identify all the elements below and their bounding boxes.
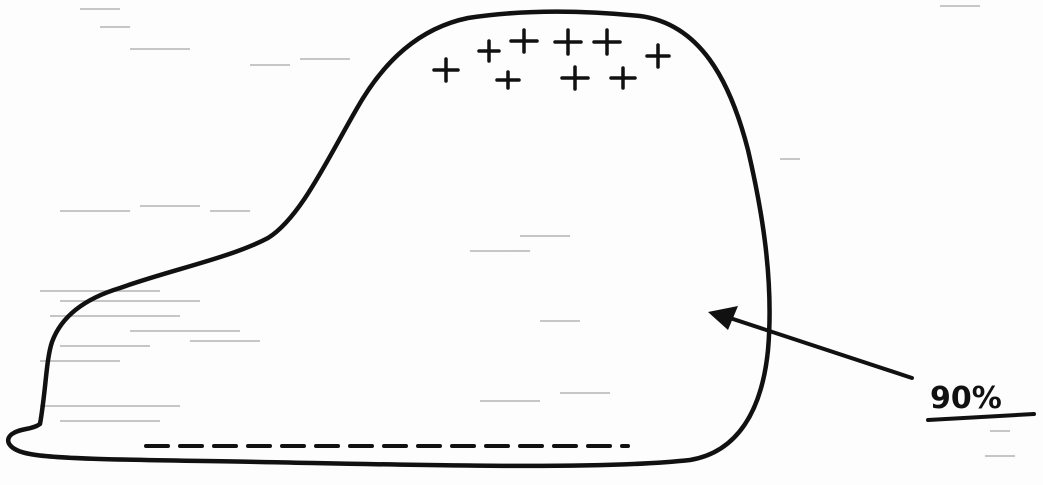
plus-sign [647,45,669,67]
plus-sign [511,30,537,52]
plus-sign [594,30,620,54]
plus-sign [434,59,458,81]
plus-sign [611,68,635,88]
plus-sign [497,72,519,88]
plus-sign [555,30,581,54]
charge-signs [434,30,669,89]
scan-noise [40,5,1015,457]
plus-sign [479,41,499,61]
percentage-label: 90% [930,381,1002,416]
plus-sign [562,67,588,89]
pointer-arrow [708,306,912,378]
blob-outline [8,12,769,466]
